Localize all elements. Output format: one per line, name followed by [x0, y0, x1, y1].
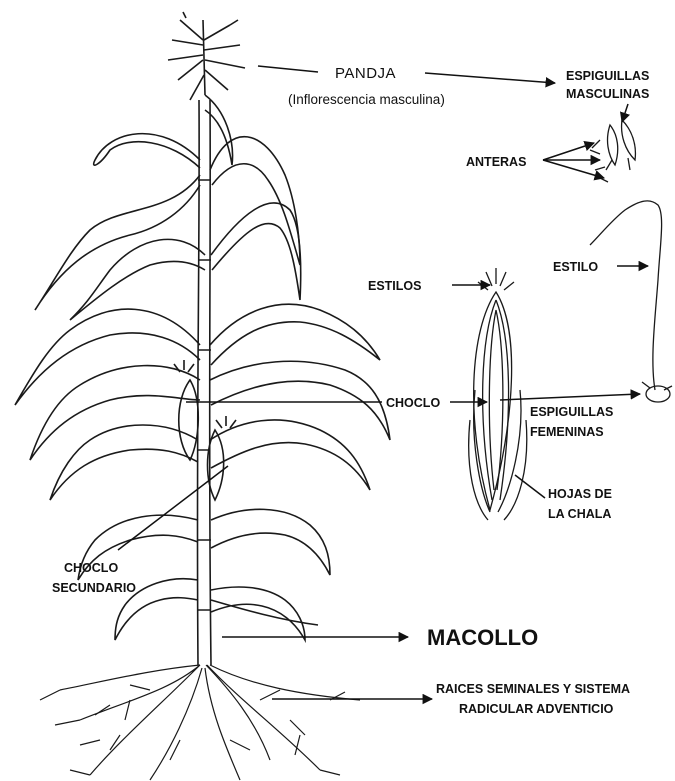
- male-spikelets-drawing: [590, 120, 635, 182]
- tassel-drawing: [168, 12, 245, 100]
- ear-detail-drawing: [469, 268, 527, 520]
- label-choclo: CHOCLO: [386, 396, 440, 410]
- style-detail-drawing: [590, 201, 672, 402]
- anteras-arrow-1: [543, 143, 594, 160]
- label-hojas-1: HOJAS DE: [548, 487, 612, 501]
- pandja-leader: [258, 66, 318, 72]
- label-raices-2: RADICULAR ADVENTICIO: [459, 702, 614, 716]
- label-espiguillas-fem-2: FEMENINAS: [530, 425, 604, 439]
- label-estilos: ESTILOS: [368, 279, 421, 293]
- label-anteras: ANTERAS: [466, 155, 526, 169]
- anteras-arrow-3: [543, 160, 604, 178]
- maize-plant-drawing: [15, 12, 390, 780]
- label-espiguillas-masc-1: ESPIGUILLAS: [566, 69, 649, 83]
- label-hojas-2: LA CHALA: [548, 507, 611, 521]
- label-choclo-sec-2: SECUNDARIO: [52, 581, 136, 595]
- label-raices-1: RAICES SEMINALES Y SISTEMA: [436, 682, 630, 696]
- hojas-chala-leader: [515, 475, 545, 498]
- roots-drawing: [40, 665, 360, 780]
- label-pandja: PANDJA: [335, 65, 396, 82]
- pandja-to-spikelets-arrow: [425, 73, 555, 83]
- spikelets-arrow: [622, 104, 628, 122]
- label-pandja-sub: (Inflorescencia masculina): [288, 92, 445, 107]
- label-espiguillas-fem-1: ESPIGUILLAS: [530, 405, 613, 419]
- label-espiguillas-masc-2: MASCULINAS: [566, 87, 649, 101]
- label-estilo: ESTILO: [553, 260, 598, 274]
- label-choclo-sec-1: CHOCLO: [64, 561, 118, 575]
- choclo-secundario-leader: [118, 466, 228, 550]
- leaves-drawing: [15, 95, 390, 640]
- label-macollo: MACOLLO: [427, 625, 538, 650]
